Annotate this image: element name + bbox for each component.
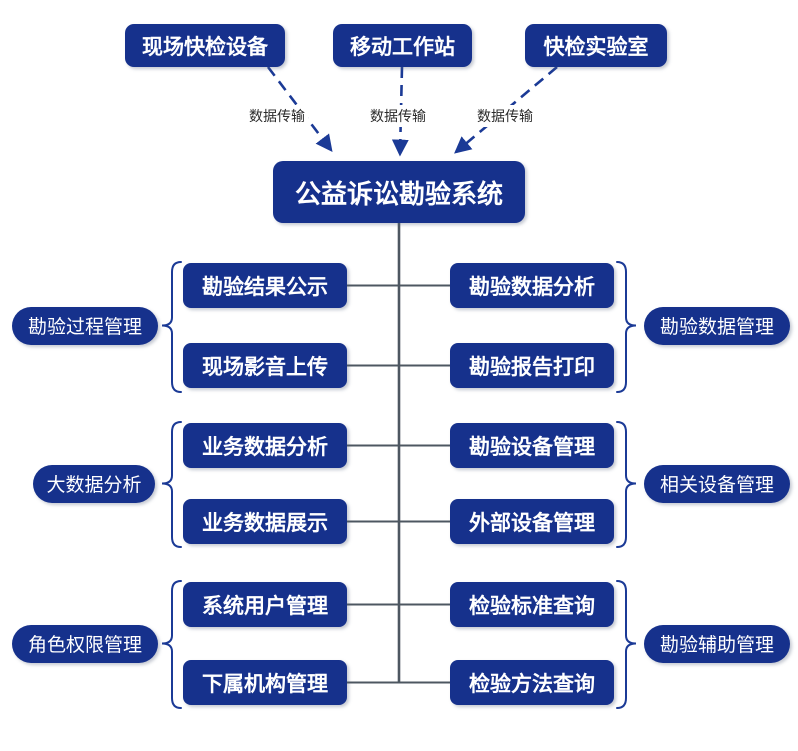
group-pill-right-3: 勘验辅助管理 (644, 624, 790, 663)
group-braces (161, 261, 637, 709)
transfer-label-2: 数据传输 (367, 105, 429, 127)
branch-right-2: 勘验报告打印 (450, 343, 614, 388)
branch-right-3: 勘验设备管理 (450, 423, 614, 468)
branch-left-3: 业务数据分析 (183, 423, 347, 468)
branch-left-5: 系统用户管理 (183, 582, 347, 627)
branch-right-6: 检验方法查询 (450, 660, 614, 705)
brace-right-1 (616, 261, 637, 393)
branch-left-2: 现场影音上传 (183, 343, 347, 388)
branch-connectors (346, 284, 451, 684)
group-pill-right-2: 相关设备管理 (644, 464, 790, 503)
group-pill-left-3: 角色权限管理 (12, 624, 158, 663)
transfer-label-3: 数据传输 (474, 105, 536, 127)
group-pill-left-2: 大数据分析 (33, 464, 155, 503)
branch-left-4: 业务数据展示 (183, 499, 347, 544)
center-system-node: 公益诉讼勘验系统 (273, 161, 525, 223)
branch-right-4: 外部设备管理 (450, 499, 614, 544)
branch-right-1: 勘验数据分析 (450, 263, 614, 308)
branch-right-5: 检验标准查询 (450, 582, 614, 627)
transfer-label-1: 数据传输 (246, 105, 308, 127)
arrow-source-3 (454, 66, 558, 154)
group-pill-left-1: 勘验过程管理 (12, 306, 158, 345)
branch-left-1: 勘验结果公示 (183, 263, 347, 308)
brace-left-2 (161, 421, 182, 548)
top-source-1: 现场快检设备 (125, 24, 285, 67)
top-source-2: 移动工作站 (333, 24, 472, 67)
brace-right-2 (616, 421, 637, 548)
brace-left-3 (161, 580, 182, 709)
brace-right-3 (616, 580, 637, 709)
top-source-3: 快检实验室 (525, 24, 667, 67)
branch-left-6: 下属机构管理 (183, 660, 347, 705)
brace-left-1 (161, 261, 182, 393)
group-pill-right-1: 勘验数据管理 (644, 306, 790, 345)
